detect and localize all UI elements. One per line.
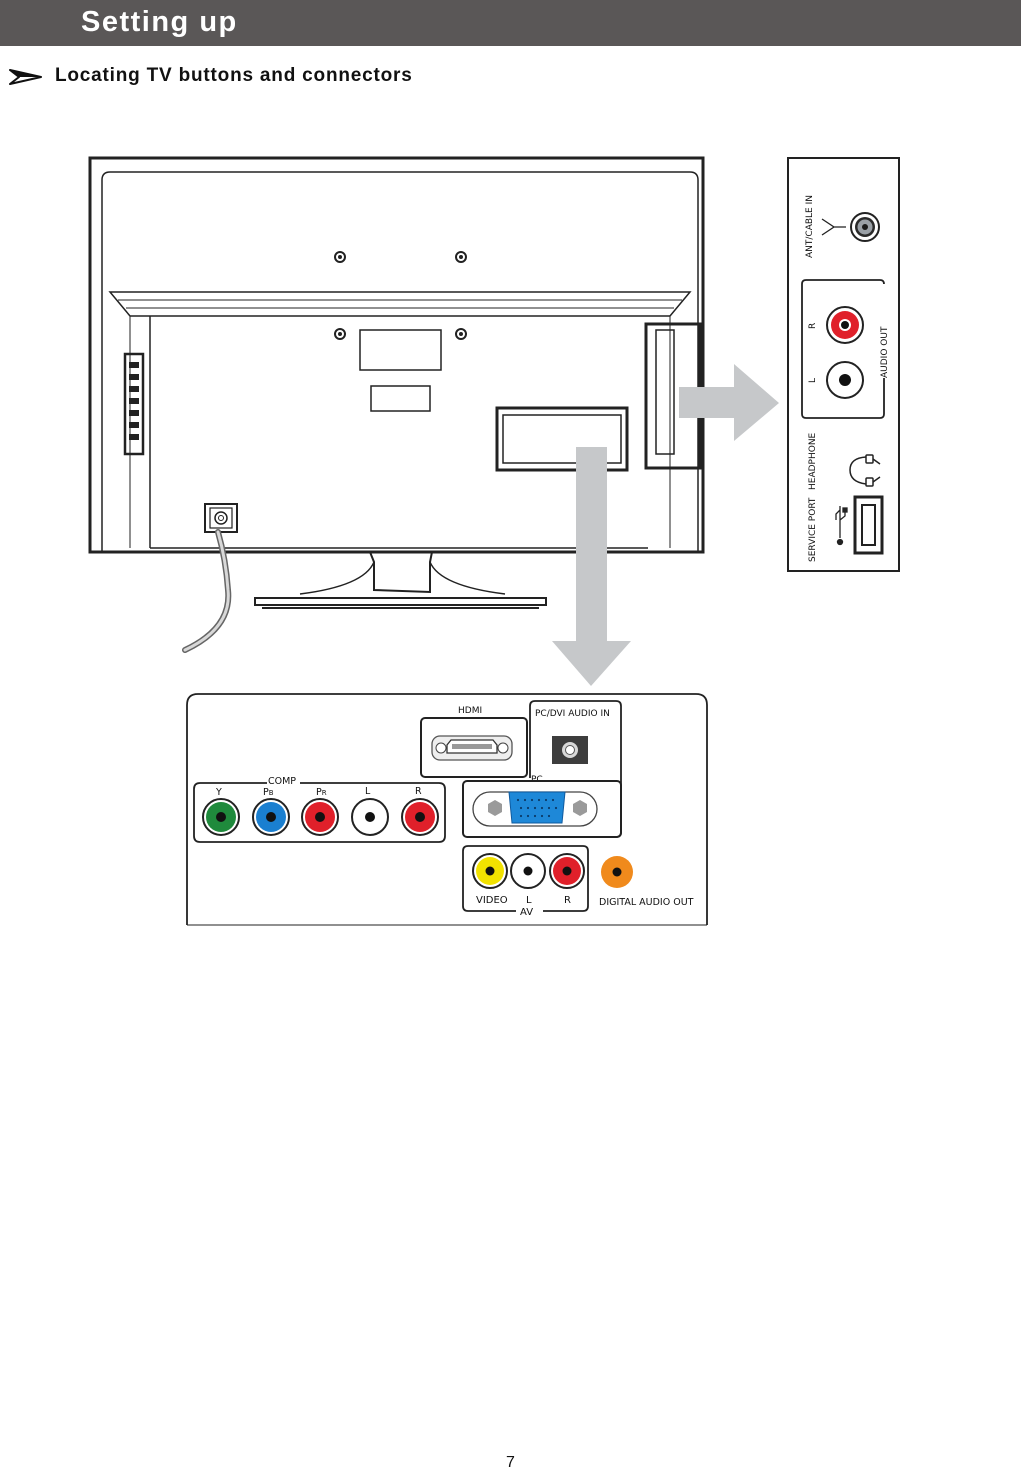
vga-port[interactable] — [473, 792, 597, 826]
usb-icon — [836, 506, 847, 545]
antenna-icon — [822, 219, 846, 235]
ant-cable-in-label: ANT/CABLE IN — [805, 195, 815, 258]
comp-r-label: R — [415, 786, 422, 797]
headphone-label: HEADPHONE — [808, 432, 818, 490]
service-port-label: SERVICE PORT — [808, 497, 818, 562]
hdmi-label: HDMI — [458, 706, 482, 716]
comp-pr-subscript: R — [322, 789, 327, 797]
comp-y-jack[interactable] — [203, 799, 239, 835]
tv-diagram: ANT/CABLE IN AUDIO OUT R L HEADPHONE SER… — [0, 0, 1021, 1440]
pc-dvi-audio-in-label: PC/DVI AUDIO IN — [535, 709, 610, 719]
comp-pb-jack[interactable] — [253, 799, 289, 835]
hdmi-port[interactable] — [432, 736, 512, 760]
av-label: AV — [520, 907, 533, 918]
digital-audio-out-label: DIGITAL AUDIO OUT — [599, 897, 694, 908]
av-audio-r-jack[interactable] — [550, 854, 584, 888]
audio-out-r-jack[interactable] — [827, 307, 863, 343]
audio-out-r-label: R — [808, 323, 818, 329]
comp-pr-label: PR — [316, 787, 327, 798]
arrow-to-side-panel — [679, 364, 779, 441]
headphone-icon[interactable] — [850, 455, 880, 486]
audio-out-l-jack[interactable] — [827, 362, 863, 398]
comp-pb-label: PB — [263, 787, 274, 798]
comp-pb-subscript: B — [269, 789, 274, 797]
comp-audio-l-jack[interactable] — [352, 799, 388, 835]
pc-dvi-audio-in-jack[interactable] — [552, 736, 588, 764]
av-r-label: R — [564, 895, 571, 906]
arrow-to-bottom-panel — [552, 447, 631, 686]
comp-label: COMP — [268, 776, 296, 787]
usb-service-port[interactable] — [855, 497, 882, 553]
side-connector-panel: ANT/CABLE IN AUDIO OUT R L HEADPHONE SER… — [788, 158, 899, 571]
tv-back-illustration — [90, 158, 703, 650]
audio-out-label: AUDIO OUT — [880, 326, 890, 378]
audio-out-l-label: L — [808, 378, 818, 383]
av-l-label: L — [526, 895, 532, 906]
av-audio-l-jack[interactable] — [511, 854, 545, 888]
ant-cable-in-jack[interactable] — [851, 213, 879, 241]
av-video-label: VIDEO — [476, 895, 508, 906]
digital-audio-out-jack[interactable] — [601, 856, 633, 888]
comp-y-label: Y — [215, 787, 222, 798]
comp-l-label: L — [365, 786, 371, 797]
comp-audio-r-jack[interactable] — [402, 799, 438, 835]
page-number: 7 — [0, 1454, 1021, 1472]
bottom-connector-panel: HDMI PC/DVI AUDIO IN PC — [187, 694, 707, 925]
comp-pr-jack[interactable] — [302, 799, 338, 835]
av-video-jack[interactable] — [473, 854, 507, 888]
